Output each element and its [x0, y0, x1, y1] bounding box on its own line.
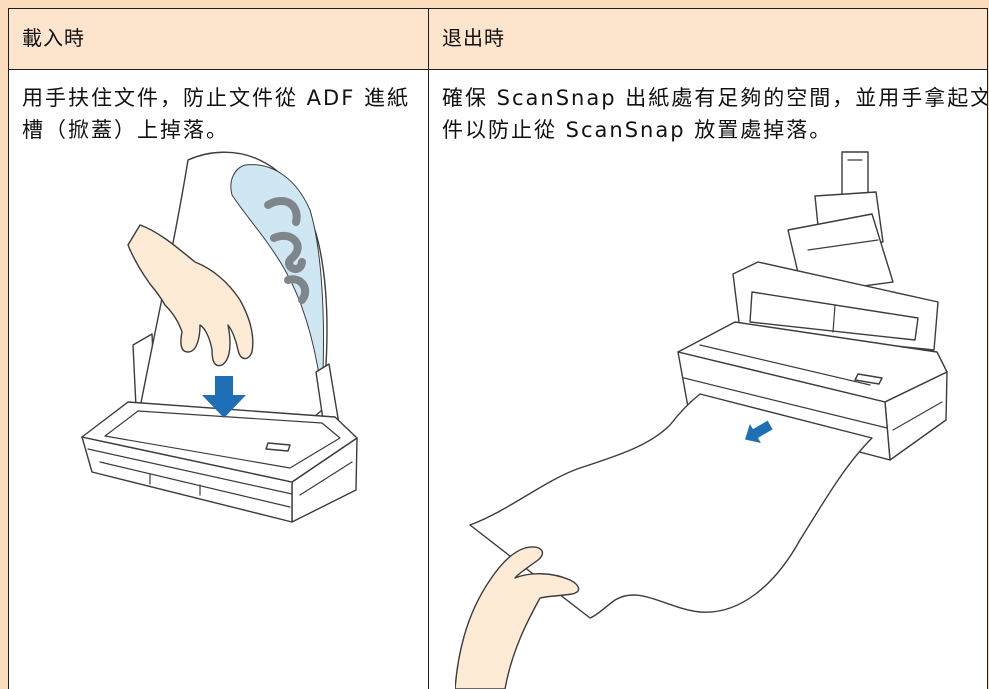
loading-text-line: 槽（掀蓋）上掉落。	[22, 118, 229, 142]
down-arrow-icon	[202, 376, 246, 418]
header-loading: 載入時	[9, 9, 429, 70]
header-ejecting: 退出時	[429, 9, 987, 70]
paper-sheet	[469, 393, 873, 619]
scanner-button	[854, 373, 883, 385]
scanner-loading-illustration	[81, 151, 358, 523]
scanner-button	[265, 442, 291, 452]
loading-text-line: 用手扶住文件，防止文件從 ADF 進紙	[22, 86, 410, 110]
ejecting-text-line: 確保 ScanSnap 出紙處有足夠的空間，並用手拿起文	[442, 86, 987, 110]
cell-loading: 用手扶住文件，防止文件從 ADF 進紙 槽（掀蓋）上掉落。	[9, 70, 429, 689]
hand	[455, 546, 580, 689]
paper-print-marks	[264, 197, 310, 304]
eject-arrow-icon	[745, 420, 773, 444]
scanner-ejecting-illustration	[455, 151, 948, 689]
ejecting-text-line: 件以防止從 ScanSnap 放置處掉落。	[442, 118, 833, 142]
hand	[127, 224, 254, 367]
paper-printed-area	[230, 164, 324, 396]
scanner-top-cover	[81, 401, 358, 483]
cell-ejecting: 確保 ScanSnap 出紙處有足夠的空間，並用手拿起文 件以防止從 ScanS…	[429, 70, 987, 689]
scanner-body	[81, 401, 358, 523]
